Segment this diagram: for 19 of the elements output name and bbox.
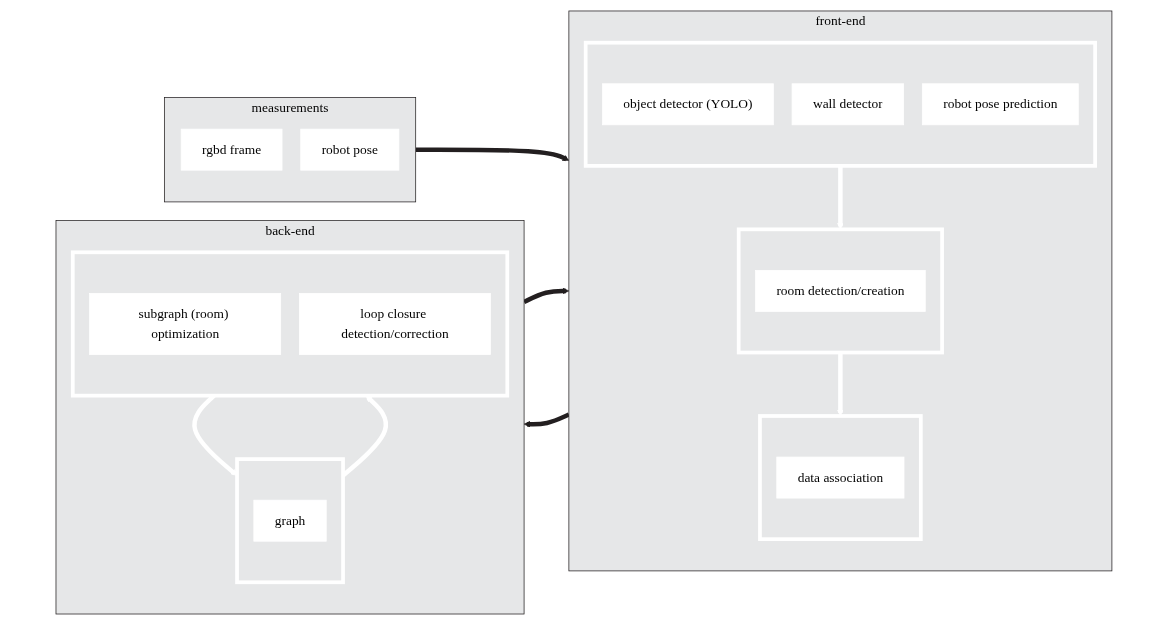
node-box: wall detector	[791, 83, 905, 126]
node-box: robot pose	[300, 128, 400, 171]
node-box: object detector (YOLO)	[602, 83, 774, 126]
arrow	[523, 412, 570, 428]
node-box: robot pose prediction	[921, 83, 1079, 126]
cluster	[736, 227, 944, 355]
node-box: graph	[253, 499, 327, 542]
node-box: loop closure detection/correction	[299, 293, 491, 355]
cluster	[235, 457, 345, 585]
arrow	[415, 147, 570, 162]
arrow	[837, 165, 844, 230]
node-box: data association	[776, 456, 905, 499]
node-box: room detection/creation	[755, 270, 926, 312]
cluster	[758, 414, 923, 542]
node-box: subgraph (room) optimization	[89, 293, 282, 355]
node-box: rgbd frame	[180, 128, 283, 171]
arrow	[523, 287, 570, 304]
cluster	[70, 250, 510, 398]
cluster	[583, 40, 1098, 168]
